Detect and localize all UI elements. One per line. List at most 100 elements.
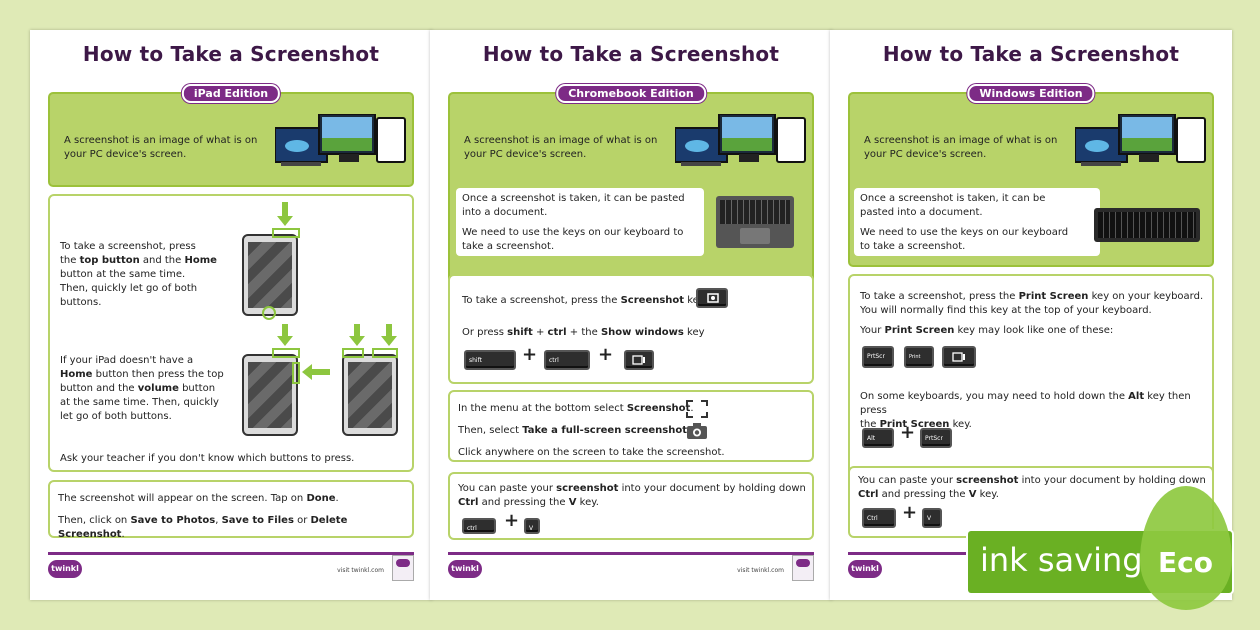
- print-screen-key: Print Screen: [904, 346, 934, 374]
- save-text: Then, click on Save to Photos, Save to F…: [58, 515, 348, 540]
- done-panel: The screenshot will appear on the screen…: [48, 480, 414, 540]
- top-button-highlight: [272, 348, 300, 358]
- v-key: V: [922, 508, 942, 528]
- laptop-keyboard-illustration: [716, 196, 794, 248]
- page-title: How to Take a Screenshot: [82, 42, 380, 66]
- plus-sign: +: [504, 510, 520, 531]
- devices-illustration: [675, 114, 806, 166]
- ink-saving-label: ink saving: [980, 541, 1143, 579]
- prtscr-key: PrtScr: [862, 346, 894, 368]
- ctrl-key: ctrl: [544, 350, 590, 370]
- eco-label: Eco: [1158, 546, 1213, 579]
- select-area-icon: [686, 400, 708, 418]
- home-button-highlight: [262, 306, 276, 320]
- paste-info-box: Once a screenshot is taken, it can be pa…: [456, 188, 704, 256]
- plus-sign: +: [902, 502, 918, 523]
- arrow-shaft: [282, 202, 288, 218]
- devices-illustration: [1075, 114, 1206, 166]
- menu-text: In the menu at the bottom select Screens…: [458, 403, 694, 414]
- button-highlight: [342, 348, 364, 358]
- paste-text: You can paste your screenshot into your …: [458, 483, 806, 508]
- shift-key: shift: [464, 350, 516, 370]
- ipad-illustration: [342, 354, 398, 436]
- menu-panel: In the menu at the bottom select Screens…: [448, 390, 814, 462]
- devices-illustration: [275, 114, 406, 166]
- sheet-ipad: How to Take a Screenshot A screenshot is…: [30, 30, 432, 600]
- twinkl-logo: twinkl: [48, 560, 82, 578]
- keyboard-illustration: [1094, 208, 1200, 242]
- find-text: You will normally find this key at the t…: [860, 305, 1152, 316]
- ask-teacher-text: Ask your teacher if you don't know which…: [60, 453, 355, 464]
- footer-url: visit twinkl.com: [337, 567, 384, 574]
- alt-key: Alt: [862, 428, 894, 448]
- arrow-left-icon: [302, 364, 330, 380]
- paste-info-text: Once a screenshot is taken, it can be pa…: [462, 193, 685, 218]
- paste-text: You can paste your screenshot into your …: [858, 475, 1206, 500]
- plus-sign: +: [598, 344, 614, 365]
- ipad-illustration: [242, 354, 298, 436]
- intro-text-content: A screenshot is an image of what is on y…: [464, 135, 658, 160]
- arrow-down-icon: [277, 336, 293, 346]
- arrow-shaft: [386, 324, 392, 338]
- leaf-icon: [1140, 486, 1232, 610]
- ipad-illustration: [242, 234, 298, 316]
- footer-line: [48, 552, 414, 555]
- plus-sign: +: [900, 422, 916, 443]
- show-windows-icon: [952, 352, 965, 362]
- twinkl-badge-icon: [392, 555, 414, 581]
- intro-text-content: A screenshot is an image of what is on y…: [64, 135, 258, 160]
- twinkl-logo: twinkl: [448, 560, 482, 578]
- screenshot-key: [696, 288, 728, 308]
- ctrl-key: ctrl: [462, 518, 496, 534]
- arrow-shaft: [354, 324, 360, 338]
- edition-badge: iPad Edition: [181, 84, 281, 103]
- plus-sign: +: [522, 344, 538, 365]
- camera-icon: [687, 423, 707, 439]
- edition-badge: Windows Edition: [967, 84, 1095, 103]
- v-key: V: [524, 518, 540, 534]
- arrow-down-icon: [277, 216, 293, 226]
- intro-text: A screenshot is an image of what is on y…: [464, 134, 664, 162]
- intro-box: A screenshot is an image of what is on y…: [448, 92, 814, 287]
- button-highlight: [372, 348, 398, 358]
- top-button-highlight: [272, 228, 300, 238]
- ctrl-key: Ctrl: [862, 508, 896, 528]
- intro-text: A screenshot is an image of what is on y…: [64, 134, 264, 162]
- sheet-chromebook: How to Take a Screenshot A screenshot is…: [430, 30, 832, 600]
- volume-button-highlight: [292, 362, 300, 384]
- intro-text-content: A screenshot is an image of what is on y…: [864, 135, 1058, 160]
- screenshot-icon: [707, 293, 719, 303]
- page-title: How to Take a Screenshot: [482, 42, 780, 66]
- keys-need-text: We need to use the keys on our keyboard …: [462, 227, 684, 252]
- select-text: Then, select Take a full-screen screensh…: [458, 425, 690, 436]
- twinkl-logo: twinkl: [848, 560, 882, 578]
- paste-panel: You can paste your screenshot into your …: [448, 472, 814, 540]
- or-press-text: Or press shift + ctrl + the Show windows…: [462, 327, 705, 338]
- arrow-down-icon: [349, 336, 365, 346]
- press-text: To take a screenshot, press the Screensh…: [462, 295, 707, 306]
- footer-url: visit twinkl.com: [737, 567, 784, 574]
- sheet-windows: How to Take a Screenshot A screenshot is…: [830, 30, 1232, 600]
- footer-line: [448, 552, 814, 555]
- show-windows-icon: [632, 355, 645, 365]
- print-screen-panel: To take a screenshot, press the Print Sc…: [848, 274, 1214, 486]
- look-text: Your Print Screen key may look like one …: [860, 325, 1114, 336]
- intro-box: A screenshot is an image of what is on y…: [48, 92, 414, 187]
- keys-need-text: We need to use the keys on our keyboard …: [860, 227, 1069, 252]
- paste-info-box: Once a screenshot is taken, it can be pa…: [854, 188, 1100, 256]
- page-title: How to Take a Screenshot: [882, 42, 1180, 66]
- keys-panel: To take a screenshot, press the Screensh…: [448, 274, 814, 384]
- intro-box: A screenshot is an image of what is on y…: [848, 92, 1214, 267]
- appear-text: The screenshot will appear on the screen…: [58, 493, 339, 504]
- edition-badge: Chromebook Edition: [556, 84, 706, 103]
- instructions-panel: To take a screenshot, press the top butt…: [48, 194, 414, 472]
- screenshot-key: [942, 346, 976, 368]
- twinkl-badge-icon: [792, 555, 814, 581]
- show-windows-key: [624, 350, 654, 370]
- alt-text: On some keyboards, you may need to hold …: [860, 391, 1191, 430]
- paste-info-text: Once a screenshot is taken, it can be pa…: [860, 193, 1046, 218]
- click-text: Click anywhere on the screen to take the…: [458, 447, 725, 458]
- step1-text: To take a screenshot, press the top butt…: [60, 241, 217, 308]
- intro-text: A screenshot is an image of what is on y…: [864, 134, 1064, 162]
- press-text: To take a screenshot, press the Print Sc…: [860, 291, 1204, 302]
